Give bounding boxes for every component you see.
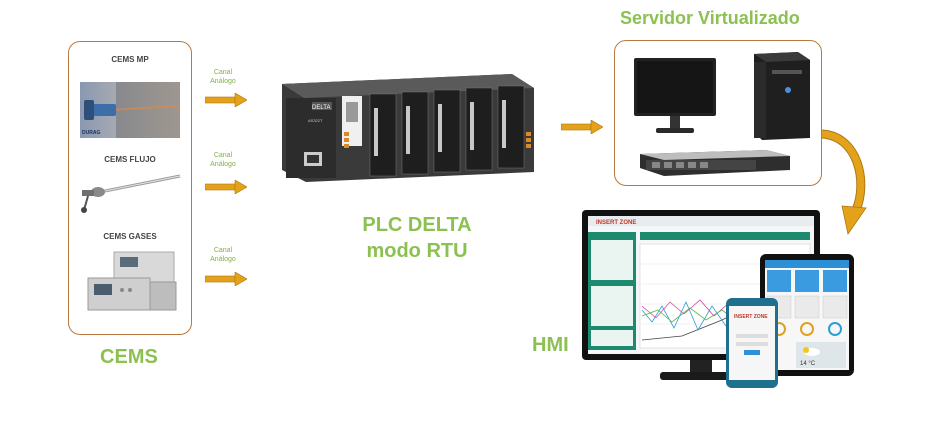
cems-gases-label: CEMS GASES — [103, 232, 157, 241]
hmi-app-name: INSERT ZONE — [596, 220, 636, 226]
phone-app-name: INSERT ZONE — [734, 314, 768, 320]
flow-probe-icon — [81, 174, 181, 213]
durag-brand: DURAG — [82, 130, 100, 136]
rack-server-icon — [640, 150, 790, 176]
cems-mp-label: CEMS MP — [111, 55, 149, 64]
server-title: Servidor Virtualizado — [620, 8, 800, 28]
tower-server-icon — [754, 52, 810, 140]
gas-analyzer-icon — [87, 251, 177, 311]
curved-arrow-icon — [821, 129, 867, 235]
arrow-icon — [205, 272, 247, 286]
plc-model: AS322T — [308, 118, 323, 123]
particulate-sensor-icon: DURAG — [80, 82, 180, 138]
arrow-icon — [205, 180, 247, 194]
arrow-icon — [205, 93, 247, 107]
cems-title: CEMS — [100, 346, 158, 368]
plc-brand: DELTA — [312, 105, 330, 111]
smartphone-icon: INSERT ZONE — [726, 298, 778, 388]
tablet-icon: 14 °C — [760, 254, 854, 376]
cems-flujo-label: CEMS FLUJO — [104, 155, 156, 164]
arrow-icon — [561, 120, 603, 134]
monitor-icon — [634, 58, 716, 133]
hmi-title: HMI — [532, 334, 569, 356]
plc-rack-icon: DELTA AS322T — [282, 74, 534, 182]
weather-readout: 14 °C — [800, 361, 816, 367]
